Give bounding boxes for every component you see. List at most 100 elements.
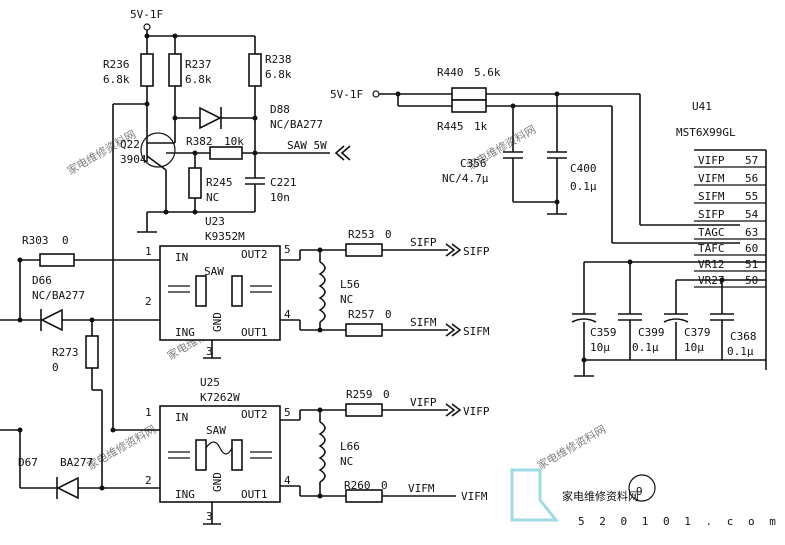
d66-value: NC/BA277	[32, 289, 85, 302]
input-section-upper: R303 0 D66 NC/BA277 R273 0	[0, 234, 160, 488]
ic-pin-name: TAGC	[698, 226, 725, 239]
sif-output: L56 NC R253 0 SIFP SIFP R257 0 SIFM SIFM	[280, 228, 490, 338]
c379-value: 10μ	[684, 341, 704, 354]
r236-ref: R236	[103, 58, 130, 71]
u23-part: K9352M	[205, 230, 245, 243]
afc-network: 5V-1F R440 5.6k R445 1k C356 NC/4.7μ C40…	[330, 66, 740, 244]
r273-ref: R273	[52, 346, 79, 359]
l56-value: NC	[340, 293, 353, 306]
ic-pin-name: VIFM	[698, 172, 725, 185]
ic-pin-name: TAFC	[698, 242, 725, 255]
d88-ref: D88	[270, 103, 290, 116]
u25-saw-label: SAW	[206, 424, 226, 437]
diode-d88	[199, 106, 222, 130]
saw-filter-u23: U23 K9352M IN ING OUT2 OUT1 SAW GND 1 2 …	[145, 215, 291, 359]
l66-value: NC	[340, 455, 353, 468]
u23-pin1: 1	[145, 245, 152, 258]
resistor-r257	[345, 323, 383, 337]
diode-d67	[56, 476, 79, 500]
watermark-logo-text: 家电维修资料网	[562, 489, 639, 503]
c359-ref: C359	[590, 326, 617, 339]
c399-ref: C399	[638, 326, 665, 339]
u23-body	[159, 245, 281, 341]
u25-pin2: 2	[145, 474, 152, 487]
supply-terminal	[143, 23, 151, 31]
net-vifp-a: VIFP	[410, 396, 437, 409]
r253-value: 0	[385, 228, 392, 241]
inductor-l66	[318, 421, 326, 483]
page-number: 9	[636, 485, 643, 498]
net-sifm-b: SIFM	[463, 325, 490, 338]
r259-value: 0	[383, 388, 390, 401]
ic-pin-number: 55	[745, 190, 758, 203]
vif-output: L66 NC R259 0 VIFP VIFP R260 0 VIFM VIFM	[280, 388, 490, 503]
watermark-url: 5 2 0 1 0 1 . c o m	[578, 515, 780, 528]
inductor-l56	[318, 261, 326, 323]
u25-pin4: 4	[284, 474, 291, 487]
u23-saw-label: SAW	[204, 265, 224, 278]
u25-pin1: 1	[145, 406, 152, 419]
watermark-text: 家电维修资料网	[535, 422, 609, 473]
ic-pin-name: VR12	[698, 258, 725, 271]
c368-value: 0.1μ	[727, 345, 754, 358]
resistor-r238	[248, 53, 262, 87]
c400-value: 0.1μ	[570, 180, 597, 193]
r382-value: 10k	[224, 135, 244, 148]
resistor-r303	[39, 253, 75, 267]
decoupling-caps: C359 10μ C399 0.1μ C379 10μ C368 0.1μ	[571, 259, 766, 377]
r445-ref: R445	[437, 120, 464, 133]
r238-ref: R238	[265, 53, 292, 66]
u25-pin-out2: OUT2	[241, 408, 268, 421]
u23-pin-in: IN	[175, 251, 188, 264]
ic-pin-name: SIFM	[698, 190, 725, 203]
net-sifp-a: SIFP	[410, 236, 437, 249]
u25-part: K7262W	[200, 391, 240, 404]
c356-value: NC/4.7μ	[442, 172, 489, 185]
r257-ref: R257	[348, 308, 375, 321]
ic-pin-name: VIFP	[698, 154, 725, 167]
u25-gnd-label: GND	[211, 472, 224, 492]
transistor-q22	[140, 132, 176, 168]
ic-pin-row: SIFM 55	[694, 190, 766, 204]
c356-ref: C356	[460, 157, 487, 170]
resistor-r445	[451, 99, 487, 113]
net-vifp-b: VIFP	[463, 405, 490, 418]
supply-label-mid: 5V-1F	[330, 88, 363, 101]
c399-value: 0.1μ	[632, 341, 659, 354]
r382-ref: R382	[186, 135, 213, 148]
u25-pin5: 5	[284, 406, 291, 419]
r257-value: 0	[385, 308, 392, 321]
d66-ref: D66	[32, 274, 52, 287]
l66-ref: L66	[340, 440, 360, 453]
r238-value: 6.8k	[265, 68, 292, 81]
ic-pin-number: 57	[745, 154, 758, 167]
supply-label-top: 5V-1F	[130, 8, 163, 21]
c221-value: 10n	[270, 191, 290, 204]
r260-value: 0	[381, 479, 388, 492]
r273-value: 0	[52, 361, 59, 374]
u23-pin2: 2	[145, 295, 152, 308]
d88-value: NC/BA277	[270, 118, 323, 131]
supply-terminal-mid	[372, 90, 380, 98]
ic-pin-number: 51	[745, 258, 758, 271]
u23-pin4: 4	[284, 308, 291, 321]
c368-ref: C368	[730, 330, 757, 343]
q22-ref: Q22	[120, 138, 140, 151]
r253-ref: R253	[348, 228, 375, 241]
ic-part: MST6X99GL	[676, 126, 736, 139]
ic-ref: U41	[692, 100, 712, 113]
u25-pin-out1: OUT1	[241, 488, 268, 501]
ic-pin-row: VIFM 56	[694, 172, 766, 186]
ic-pin-row: VIFP 57	[694, 154, 766, 168]
watermark-logo: 家电维修资料网 5 2 0 1 0 1 . c o m	[510, 468, 780, 528]
r440-ref: R440	[437, 66, 464, 79]
u25-body	[159, 405, 281, 503]
r245-value: NC	[206, 191, 219, 204]
ic-pin-number: 56	[745, 172, 758, 185]
r237-value: 6.8k	[185, 73, 212, 86]
